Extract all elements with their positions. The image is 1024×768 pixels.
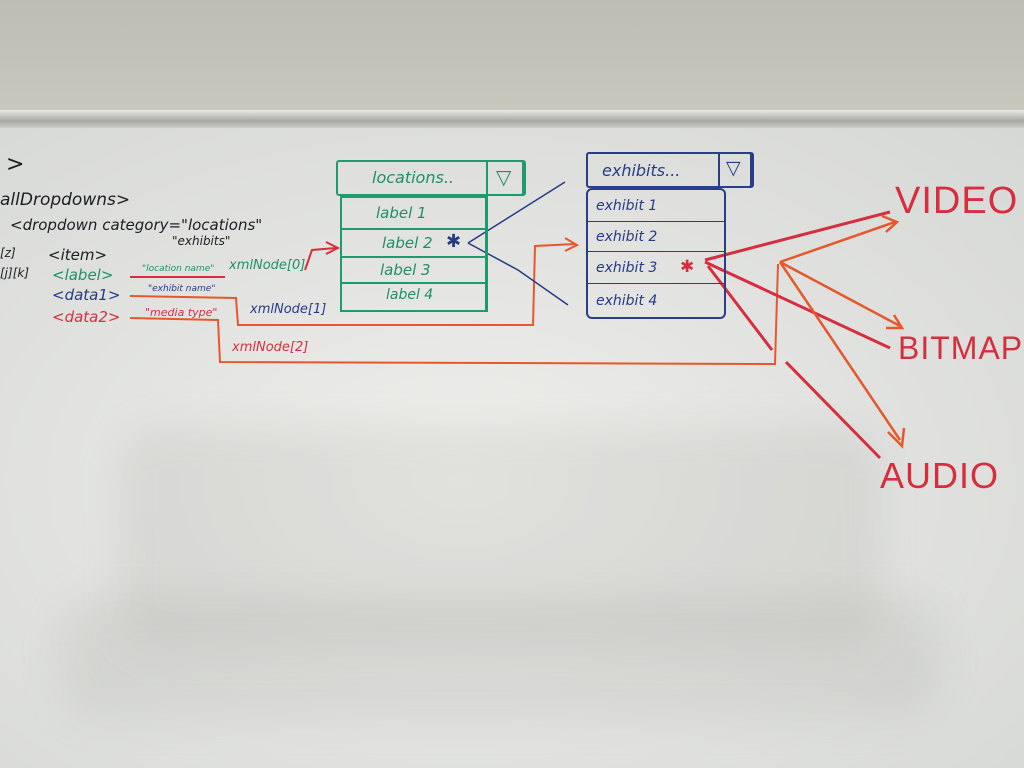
code-line-item: <item> — [48, 246, 108, 264]
annotation-exhibit-name: "exhibit name" — [148, 284, 216, 294]
annotation-xmlnode-1: xmlNode[1] — [250, 302, 327, 317]
list-item[interactable]: label 1 — [342, 198, 486, 230]
wall — [0, 0, 1024, 120]
star-icon: ✱ — [680, 257, 695, 277]
chevron-down-icon: ▽ — [496, 165, 512, 189]
exhibits-dropdown-title: exhibits... — [602, 161, 681, 180]
list-item-label: label 1 — [376, 204, 427, 222]
list-item-label: label 4 — [386, 287, 434, 303]
list-item-label: exhibit 4 — [596, 293, 658, 309]
code-line-data1: <data1> — [52, 286, 121, 304]
media-video-label: VIDEO — [895, 180, 1019, 222]
board-reflection — [120, 428, 880, 648]
exhibits-dropdown-list: exhibit 1 exhibit 2 exhibit 3 ✱ exhibit … — [586, 188, 726, 319]
chevron-down-icon: ▽ — [726, 157, 741, 179]
annotation-media-type: "media type" — [145, 306, 218, 319]
list-item-label: label 2 — [382, 234, 433, 252]
list-item-label: exhibit 3 — [596, 260, 658, 276]
code-line-close: > — [6, 152, 25, 177]
annotation-location-name: "location name" — [142, 264, 215, 274]
list-item-label: exhibit 2 — [596, 229, 658, 245]
locations-dropdown-title: locations.. — [372, 168, 454, 187]
code-left-fragment-2: [j][k] — [0, 266, 30, 280]
code-line-exhibits: "exhibits" — [172, 234, 231, 248]
annotation-xmlnode-0: xmlNode[0] — [229, 258, 306, 273]
media-bitmap-label: BITMAP — [898, 330, 1024, 366]
whiteboard-frame — [0, 110, 1024, 130]
list-item[interactable]: exhibit 2 — [588, 222, 724, 252]
list-item[interactable]: exhibit 3 ✱ — [588, 252, 724, 284]
code-line-all-dropdowns: allDropdowns> — [0, 190, 131, 210]
annotation-xmlnode-2: xmlNode[2] — [232, 340, 309, 355]
list-item[interactable]: label 2 ✱ — [342, 230, 486, 258]
list-item-label: label 3 — [380, 261, 431, 279]
list-item[interactable]: label 3 — [342, 258, 486, 284]
list-item[interactable]: exhibit 4 — [588, 284, 724, 318]
code-line-dropdown: <dropdown category="locations" — [10, 216, 263, 234]
list-item-label: exhibit 1 — [596, 198, 658, 214]
exhibits-arrow-box[interactable]: ▽ — [718, 152, 754, 188]
locations-dropdown-list: label 1 label 2 ✱ label 3 label 4 — [340, 196, 488, 312]
code-line-label: <label> — [52, 266, 114, 284]
star-icon: ✱ — [446, 231, 462, 252]
whiteboard — [0, 128, 1024, 768]
list-item[interactable]: exhibit 1 — [588, 190, 724, 222]
list-item[interactable]: label 4 — [342, 284, 486, 310]
board-reflection-lower — [60, 598, 940, 718]
code-line-data2: <data2> — [52, 308, 121, 326]
locations-arrow-box[interactable]: ▽ — [486, 160, 526, 196]
code-left-fragment-1: [z] — [0, 246, 16, 260]
media-audio-label: AUDIO — [880, 455, 1000, 496]
locations-dropdown-header[interactable]: locations.. ▽ — [336, 160, 526, 196]
exhibits-dropdown-header[interactable]: exhibits... ▽ — [586, 152, 754, 188]
